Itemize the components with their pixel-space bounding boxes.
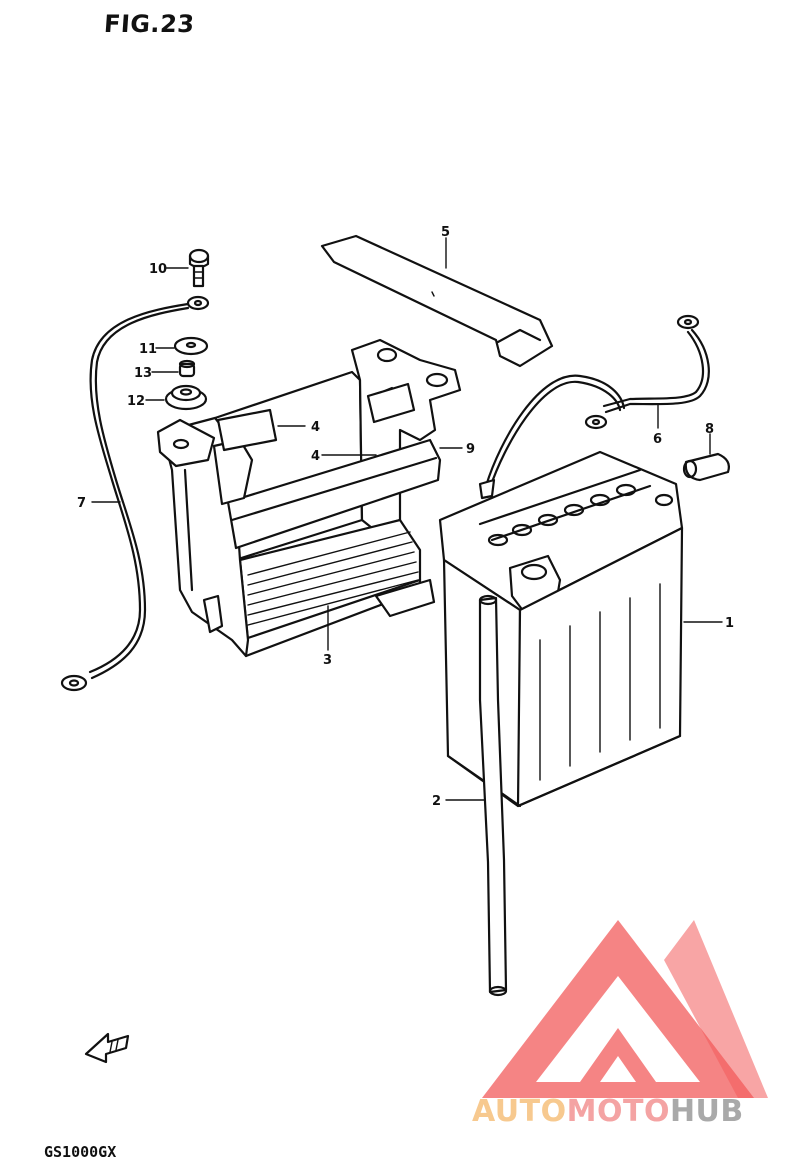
part-2-breather-tube: [445, 594, 508, 997]
watermark-text: AUTOMOTOHUB: [472, 1094, 744, 1129]
callout-5: 5: [441, 225, 450, 240]
part-8-cap: [682, 433, 730, 482]
part-12-grommet: [145, 384, 208, 411]
forward-arrow-icon: [84, 1032, 130, 1064]
part-6-cable: [584, 314, 710, 430]
part-11-washer: [155, 336, 209, 356]
callout-3: 3: [323, 653, 332, 668]
model-code: GS1000GX: [44, 1143, 117, 1161]
callout-11: 11: [139, 342, 157, 357]
callout-10: 10: [149, 262, 167, 277]
callout-13: 13: [134, 366, 152, 381]
part-5-strap: [320, 234, 554, 368]
callout-1: 1: [725, 616, 734, 631]
watermark-moto: MOTO: [566, 1094, 670, 1129]
part-7-cable: [60, 295, 210, 692]
callout-8: 8: [705, 422, 714, 437]
callout-4-upper: 4: [311, 420, 320, 435]
part-9-band: [212, 438, 463, 550]
part-1-battery: [438, 450, 723, 808]
part-13-collar: [151, 359, 196, 378]
callout-7: 7: [77, 496, 86, 511]
watermark-hub: HUB: [669, 1094, 744, 1129]
watermark-auto: AUTO: [472, 1094, 567, 1129]
part-4-pads: [216, 382, 416, 456]
callout-2: 2: [432, 794, 441, 809]
battery-cell-caps: [487, 483, 637, 547]
callout-4-lower: 4: [311, 449, 320, 464]
automotohub-logo-icon: [482, 920, 768, 1098]
battery-lead-wire: [478, 374, 626, 500]
callout-9: 9: [466, 442, 475, 457]
callout-12: 12: [127, 394, 145, 409]
callout-6: 6: [653, 432, 662, 447]
part-10-bolt: [164, 248, 210, 288]
